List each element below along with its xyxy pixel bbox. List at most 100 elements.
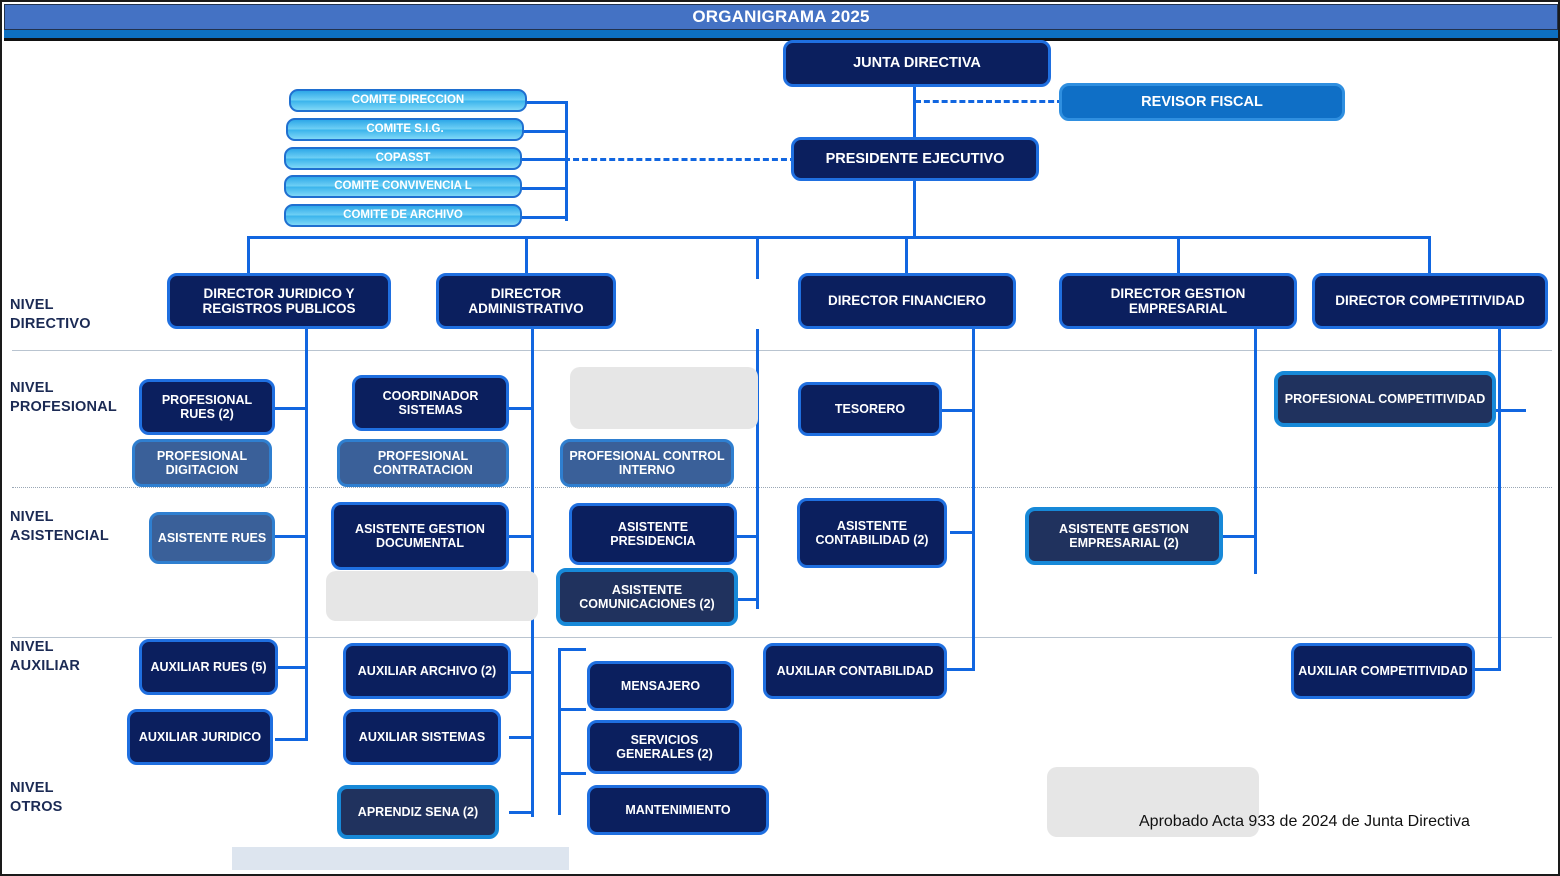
node-asistente-contabilidad[interactable]: ASISTENTE CONTABILIDAD (2)	[797, 498, 947, 568]
node-auxiliar-contabilidad[interactable]: AUXILIAR CONTABILIDAD	[763, 643, 947, 699]
node-label: COPASST	[375, 152, 431, 165]
node-label: COMITE DIRECCION	[351, 94, 465, 107]
node-tesorero[interactable]: TESORERO	[798, 382, 942, 436]
node-presidente-ejecutivo[interactable]: PRESIDENTE EJECUTIVO	[791, 137, 1039, 181]
node-mensajero[interactable]: MENSAJERO	[587, 661, 734, 711]
connector-bus-drop-financiero	[905, 236, 908, 279]
node-comite-direccion[interactable]: COMITE DIRECCION	[289, 89, 527, 112]
node-profesional-digitacion[interactable]: PROFESIONAL DIGITACION	[132, 439, 272, 487]
connector-juridico-auxiliar-juridico	[275, 738, 308, 741]
level-label-asistencial: NIVEL ASISTENCIAL	[10, 509, 109, 544]
node-coordinador-sistemas[interactable]: COORDINADOR SISTEMAS	[352, 375, 509, 431]
node-profesional-contratacion[interactable]: PROFESIONAL CONTRATACION	[337, 439, 509, 487]
node-director-gestion-empresarial[interactable]: DIRECTOR GESTION EMPRESARIAL	[1059, 273, 1297, 329]
node-label: ASISTENTE COMUNICACIONES (2)	[579, 583, 715, 611]
node-junta-directiva[interactable]: JUNTA DIRECTIVA	[783, 40, 1051, 87]
connector-competitividad-auxiliar	[1474, 668, 1501, 671]
connector-junta-revisor-dashed	[915, 100, 1063, 103]
node-label: COMITE CONVIVENCIA L	[334, 180, 472, 193]
node-label: MANTENIMIENTO	[625, 803, 731, 817]
node-label: DIRECTOR JURIDICO Y REGISTROS PUBLICOS	[202, 285, 356, 316]
node-profesional-rues[interactable]: PROFESIONAL RUES (2)	[139, 379, 275, 435]
node-label: MENSAJERO	[620, 679, 701, 693]
level-label-profesional: NIVEL PROFESIONAL	[10, 380, 117, 415]
node-label: DIRECTOR ADMINISTRATIVO	[468, 285, 584, 316]
connector-gestion-spine	[1254, 329, 1257, 574]
node-asistente-presidencia[interactable]: ASISTENTE PRESIDENCIA	[569, 503, 737, 565]
node-label: AUXILIAR JURIDICO	[138, 730, 262, 744]
approval-text: Aprobado Acta 933 de 2024 de Junta Direc…	[1139, 813, 1470, 830]
node-label: ASISTENTE CONTABILIDAD (2)	[815, 519, 929, 547]
placeholder-box-asistencial	[326, 571, 538, 621]
node-auxiliar-archivo[interactable]: AUXILIAR ARCHIVO (2)	[343, 643, 511, 699]
page-title: ORGANIGRAMA 2025	[692, 7, 870, 26]
node-auxiliar-sistemas[interactable]: AUXILIAR SISTEMAS	[343, 709, 501, 765]
title-accent-strip	[4, 30, 1558, 38]
connector-financiero-asistente-contabilidad	[950, 531, 975, 534]
connector-center-spine	[756, 329, 759, 609]
node-auxiliar-juridico[interactable]: AUXILIAR JURIDICO	[127, 709, 273, 765]
node-servicios-generales[interactable]: SERVICIOS GENERALES (2)	[587, 720, 742, 774]
connector-bus-drop-admin	[525, 236, 528, 279]
node-label: APRENDIZ SENA (2)	[357, 805, 479, 819]
connector-bus-drop-juridico	[247, 236, 250, 279]
node-mantenimiento[interactable]: MANTENIMIENTO	[587, 785, 769, 835]
node-auxiliar-rues[interactable]: AUXILIAR RUES (5)	[139, 639, 278, 695]
node-comite-sig[interactable]: COMITE S.I.G.	[286, 118, 524, 141]
node-asistente-gestion-documental[interactable]: ASISTENTE GESTION DOCUMENTAL	[331, 502, 509, 570]
connector-comite-3-stub	[521, 158, 568, 161]
connector-bus-drop-gestion	[1177, 236, 1180, 279]
node-asistente-gestion-empresarial[interactable]: ASISTENTE GESTION EMPRESARIAL (2)	[1025, 507, 1223, 565]
node-label: ASISTENTE PRESIDENCIA	[610, 520, 696, 548]
connector-gestion-asistente	[1223, 535, 1257, 538]
connector-comites-rail	[565, 101, 568, 221]
node-profesional-competitividad[interactable]: PROFESIONAL COMPETITIVIDAD	[1274, 371, 1496, 427]
separator-directivo	[12, 350, 1552, 351]
node-auxiliar-competitividad[interactable]: AUXILIAR COMPETITIVIDAD	[1291, 643, 1475, 699]
node-label: AUXILIAR COMPETITIVIDAD	[1298, 664, 1468, 678]
node-aprendiz-sena[interactable]: APRENDIZ SENA (2)	[337, 785, 499, 839]
node-director-financiero[interactable]: DIRECTOR FINANCIERO	[798, 273, 1016, 329]
placeholder-box-profesional	[570, 367, 758, 429]
connector-comite-1-stub	[526, 101, 568, 104]
connector-bus-drop-center	[756, 236, 759, 279]
node-comite-archivo[interactable]: COMITE DE ARCHIVO	[284, 204, 522, 227]
node-asistente-comunicaciones[interactable]: ASISTENTE COMUNICACIONES (2)	[556, 568, 738, 626]
node-label: PROFESIONAL RUES (2)	[161, 393, 253, 421]
connector-presidente-comites-dashed	[564, 158, 796, 161]
chart-canvas: NIVEL DIRECTIVO NIVEL PROFESIONAL NIVEL …	[4, 40, 1558, 874]
connector-financiero-tesorero	[942, 409, 975, 412]
connector-admin-auxiliar-sistemas	[509, 736, 534, 739]
connector-center-asistente-comunicaciones	[737, 598, 759, 601]
connector-comite-5-stub	[521, 216, 568, 219]
node-revisor-fiscal[interactable]: REVISOR FISCAL	[1059, 83, 1345, 121]
connector-juridico-auxiliar-rues	[275, 666, 308, 669]
connector-financiero-spine	[972, 329, 975, 670]
separator-profesional	[12, 487, 1552, 488]
node-director-juridico[interactable]: DIRECTOR JURIDICO Y REGISTROS PUBLICOS	[167, 273, 391, 329]
connector-financiero-auxiliar-contabilidad	[942, 668, 975, 671]
connector-admin-gestion-documental	[509, 535, 534, 538]
node-copasst[interactable]: COPASST	[284, 147, 522, 170]
node-label: JUNTA DIRECTIVA	[853, 55, 981, 72]
title-bar: ORGANIGRAMA 2025	[4, 4, 1558, 30]
node-label: PROFESIONAL CONTROL INTERNO	[569, 449, 725, 477]
node-profesional-control-interno[interactable]: PROFESIONAL CONTROL INTERNO	[560, 439, 734, 487]
node-director-administrativo[interactable]: DIRECTOR ADMINISTRATIVO	[436, 273, 616, 329]
node-label: PROFESIONAL DIGITACION	[156, 449, 248, 477]
node-label: REVISOR FISCAL	[1141, 93, 1263, 110]
connector-director-bus	[247, 236, 1431, 239]
node-asistente-rues[interactable]: ASISTENTE RUES	[149, 512, 275, 564]
separator-asistencial	[12, 637, 1552, 638]
node-comite-convivencia[interactable]: COMITE CONVIVENCIA L	[284, 175, 522, 198]
node-label: PROFESIONAL CONTRATACION	[373, 449, 473, 477]
node-label: AUXILIAR ARCHIVO (2)	[357, 664, 497, 678]
node-label: COMITE S.I.G.	[366, 123, 444, 136]
title-accent-strip-dark	[4, 38, 1558, 41]
connector-competitividad-profesional	[1493, 409, 1526, 412]
placeholder-box-otros	[1047, 767, 1259, 837]
node-director-competitividad[interactable]: DIRECTOR COMPETITIVIDAD	[1312, 273, 1548, 329]
node-label: AUXILIAR RUES (5)	[150, 660, 267, 674]
level-label-otros: NIVEL OTROS	[10, 780, 63, 815]
